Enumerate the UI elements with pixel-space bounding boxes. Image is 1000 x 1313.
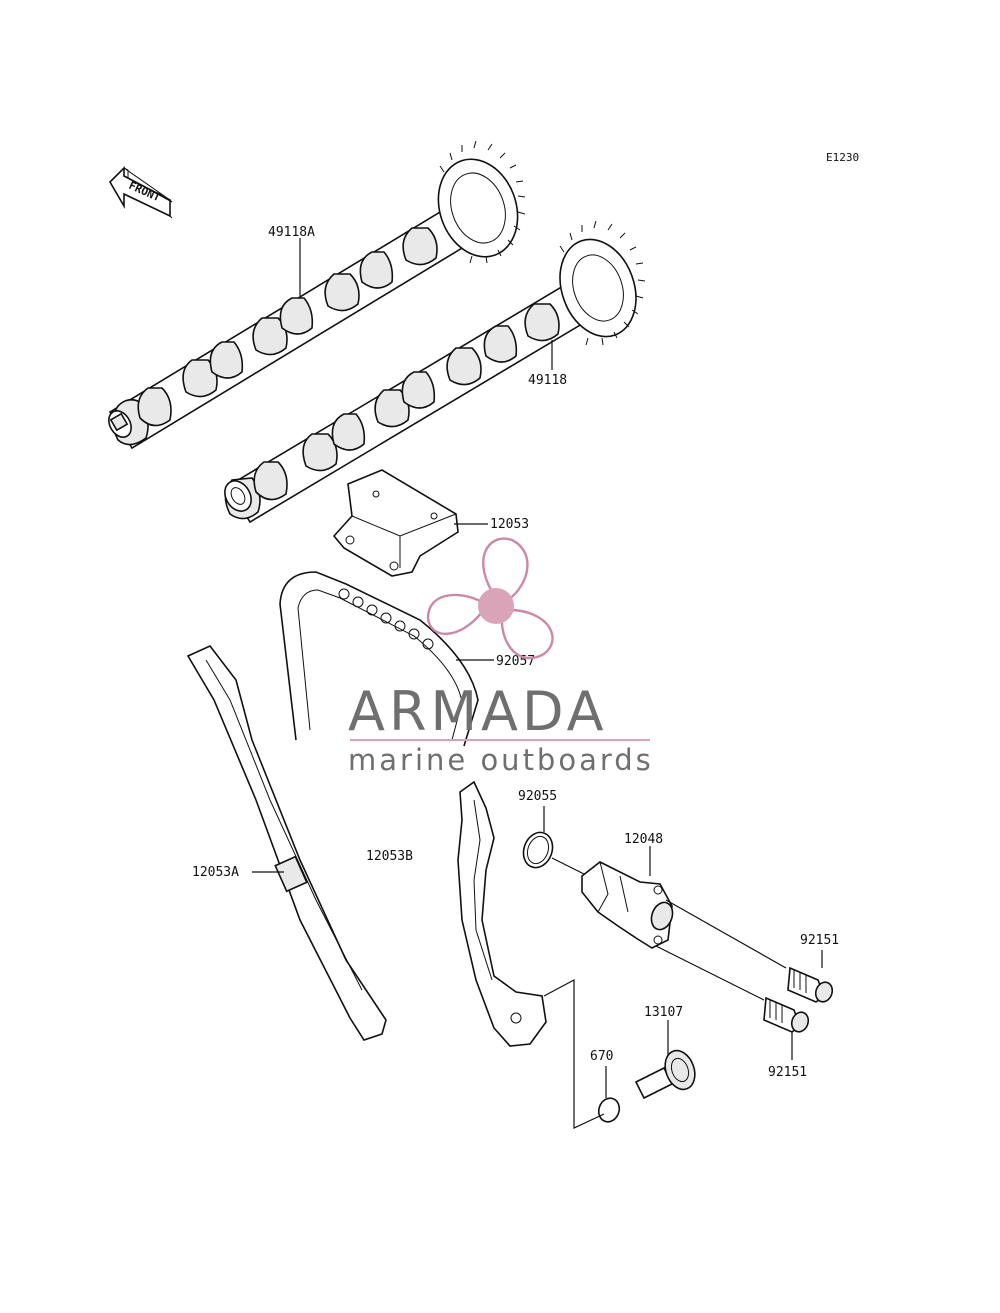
cam-lobes-lower [224,303,560,520]
armada-watermark: ARMADA marine outboards [348,537,654,777]
label-12053b: 12053B [366,849,413,864]
label-49118: 49118 [528,373,567,388]
chain-tensioner-12048 [581,861,674,949]
label-12053a: 12053A [192,865,239,880]
bolt-13107 [634,1049,696,1100]
label-92151-bottom: 92151 [768,1065,807,1080]
bolt-92151-bottom [763,996,810,1033]
label-12048: 12048 [624,832,663,847]
label-13107: 13107 [644,1005,683,1020]
chain-links [338,588,434,650]
leader-lines [252,238,823,1129]
watermark-tagline: marine outboards [348,743,654,777]
camshaft-49118a [108,140,526,450]
propeller-logo-icon [426,537,554,660]
front-arrow-icon: FRONT [108,166,173,219]
label-92055: 92055 [518,789,557,804]
watermark-brand: ARMADA [348,680,608,743]
chain-guide-12053b [457,780,547,1047]
part-labels: 49118A 49118 12053 92057 12053A 12053B 9… [192,225,839,1080]
chain-guide-12053 [332,469,459,577]
cam-chain-92057 [279,571,479,747]
camshaft-sprocket-upper [437,140,526,264]
o-ring-92055 [522,831,554,869]
label-49118a: 49118A [268,225,315,240]
camshaft-49118 [224,220,646,524]
cam-lobes-upper [108,227,438,446]
diagram-code: E1230 [826,151,859,164]
label-92057: 92057 [496,654,535,669]
chain-guide-12053a [186,645,387,1041]
bolt-92151-top [787,966,834,1003]
label-92151-top: 92151 [800,933,839,948]
label-670: 670 [590,1049,613,1064]
camshaft-sprocket-lower [559,220,646,346]
label-12053: 12053 [490,517,529,532]
o-ring-670 [597,1097,621,1123]
watermark-divider [350,739,650,741]
